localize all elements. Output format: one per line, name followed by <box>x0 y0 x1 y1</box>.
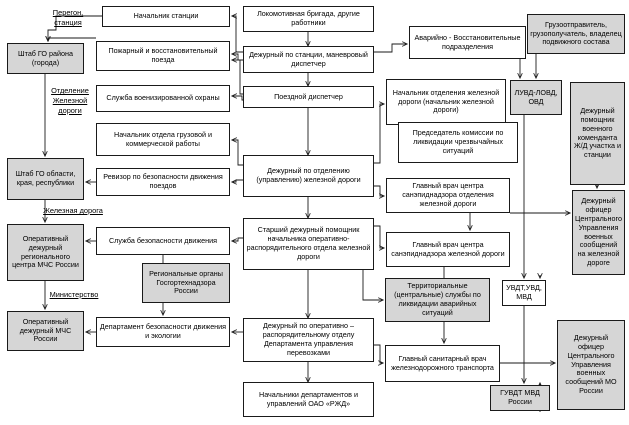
node-label: Аварийно - Восстановительные подразделен… <box>414 32 521 51</box>
node-operativnyi-dezhurnyi-mchs-rossii[interactable]: Оперативный дежурный МЧС России <box>7 311 84 351</box>
node-label: УВДТ,УВД, МВД <box>506 283 542 301</box>
node-label: Поездной диспетчер <box>274 91 343 101</box>
section-label-lbl-otdelenie-2: Железной <box>52 96 88 105</box>
section-label-lbl-otdelenie-3: дороги <box>58 106 82 115</box>
node-label: ЛУВД-ЛОВД, ОВД <box>514 87 558 106</box>
node-label: Главный врач центра санэпиднадзора отдел… <box>402 181 494 208</box>
node-shtab-go-rayona[interactable]: Штаб ГО района (города) <box>7 43 84 74</box>
node-label: Начальники департаментов и управлений ОА… <box>259 389 358 408</box>
node-label: Главный врач центра санэпиднадзора желез… <box>391 239 505 258</box>
node-poezdnoi-dispetcher[interactable]: Поездной диспетчер <box>243 86 374 108</box>
node-lokomotivnaya-brigada[interactable]: Локомотивная бригада, другие работники <box>243 6 374 32</box>
section-label-lbl-peregon: Перегон, <box>52 8 84 17</box>
node-nachalnik-otdeleniya-zheleznoi-dorogi[interactable]: Начальник отделения железной дороги (нач… <box>386 79 506 125</box>
node-uvdt-uvd-mvd[interactable]: УВДТ,УВД, МВД <box>502 280 546 306</box>
node-operativnyi-dezhurnyi-regionalnogo-centra-mchs[interactable]: Оперативный дежурный регионального центр… <box>7 224 84 281</box>
node-label: Департамент безопасности движения и экол… <box>99 322 227 340</box>
node-label: Начальник станции <box>133 11 199 21</box>
node-dezhurnyi-po-stancii-manevrovyi-dispetcher[interactable]: Дежурный по станции, маневровый диспетче… <box>243 46 374 73</box>
node-label: Дежурный офицер Центрального Управления … <box>575 196 622 267</box>
node-label: Дежурный по отделению (управлению) желез… <box>256 166 361 184</box>
node-label: Пожарный и восстановительный поезда <box>108 46 218 64</box>
node-label: Оперативный дежурный МЧС России <box>19 316 72 344</box>
node-label: Территориальные (центральные) службы по … <box>394 281 481 317</box>
node-glavnyi-sanitarnyi-vrach-zhd-transporta[interactable]: Главный санитарный врач железнодорожного… <box>385 345 500 382</box>
node-label: Дежурный помощник военного коменданта Ж/… <box>573 106 622 160</box>
node-territorialnye-sluzhby-po-likvidacii-avariynyh-situaciy[interactable]: Территориальные (центральные) службы по … <box>385 278 490 322</box>
node-label: Грузоотправитель, грузополучатель, владе… <box>530 19 622 47</box>
node-label: Локомотивная бригада, другие работники <box>257 9 360 27</box>
node-shtab-go-oblasti[interactable]: Штаб ГО области, края, республики <box>7 158 84 200</box>
node-label: Региональные органы Госгортехнадзора Рос… <box>149 268 223 296</box>
node-label: Служба безопасности движения <box>108 235 218 245</box>
node-nachalnik-stancii[interactable]: Начальник станции <box>102 6 230 27</box>
node-departament-bezopasnosti-dvizheniya-i-ekologii[interactable]: Департамент безопасности движения и экол… <box>96 317 230 347</box>
node-dezhurnyi-oficer-cu-voensoobshchenii-mo[interactable]: Дежурный офицер Центрального Управления … <box>557 320 625 410</box>
section-label-lbl-stanciya: станция <box>54 18 82 27</box>
section-label-lbl-otdelenie-1: Отделение <box>51 86 89 95</box>
node-nachalniki-departamentov-i-upravlenii-rzhd[interactable]: Начальники департаментов и управлений ОА… <box>243 382 374 417</box>
node-dezhurnyi-pomoshchnik-voennogo-komendanta[interactable]: Дежурный помощник военного коменданта Ж/… <box>570 82 625 185</box>
node-label: Председатель комиссии по ликвидации чрез… <box>412 128 504 155</box>
node-label: Ревизор по безопасности движения поездов <box>103 172 223 190</box>
node-label: Начальник отделения железной дороги (нач… <box>392 87 500 115</box>
node-dezhurnyi-po-operativno-rasporyaditelnomu-otdelu[interactable]: Дежурный по оперативно – распорядительно… <box>243 318 374 362</box>
node-regionalnye-organy-gosgortehnadzora[interactable]: Региональные органы Госгортехнадзора Рос… <box>142 263 230 303</box>
node-dezhurnyi-oficer-cu-voensoobshchenii-zhd[interactable]: Дежурный офицер Центрального Управления … <box>572 190 625 275</box>
node-label: Дежурный офицер Центрального Управления … <box>565 333 617 395</box>
node-sluzhba-voenizirovannoi-ohrany[interactable]: Служба военизированной охраны <box>96 85 230 112</box>
node-glavnyi-vrach-centra-sanepidnadzora-dorogi[interactable]: Главный врач центра санэпиднадзора желез… <box>386 232 510 267</box>
node-starshii-dezhurnyi-pomoshchnik-nachalnika[interactable]: Старший дежурный помощник начальника опе… <box>243 218 374 270</box>
node-pozharnyi-i-vosstanovitelnyi-poezda[interactable]: Пожарный и восстановительный поезда <box>96 41 230 71</box>
section-label-lbl-ministerstvo: Министерство <box>49 290 99 299</box>
node-sluzhba-bezopasnosti-dvizheniya[interactable]: Служба безопасности движения <box>96 227 230 255</box>
node-avariyno-vosstanovitelnye-podrazdeleniya[interactable]: Аварийно - Восстановительные подразделен… <box>409 26 526 59</box>
node-label: Начальник отдела грузовой и коммерческой… <box>114 129 212 148</box>
node-label: Главный санитарный врач железнодорожного… <box>391 353 494 372</box>
node-dezhurnyi-po-otdeleniyu-zheleznoi-dorogi[interactable]: Дежурный по отделению (управлению) желез… <box>243 155 374 197</box>
node-label: Служба военизированной охраны <box>106 93 220 103</box>
node-label: Штаб ГО района (города) <box>18 48 73 67</box>
node-label: ГУВДТ МВД России <box>500 388 540 406</box>
node-revizor-po-bezopasnosti-dvizheniya-poezdov[interactable]: Ревизор по безопасности движения поездов <box>96 168 230 196</box>
node-label: Старший дежурный помощник начальника опе… <box>246 225 371 261</box>
node-luvd-lovd-ovd[interactable]: ЛУВД-ЛОВД, ОВД <box>510 80 562 115</box>
node-label: Дежурный по станции, маневровый диспетче… <box>249 49 368 68</box>
node-guvdt-mvd-rossii[interactable]: ГУВДТ МВД России <box>490 385 550 411</box>
node-label: Оперативный дежурный регионального центр… <box>12 233 79 270</box>
node-label: Дежурный по оперативно – распорядительно… <box>262 321 355 357</box>
node-nachalnik-otdela-gruzovoi-i-kommercheskoi-raboty[interactable]: Начальник отдела грузовой и коммерческой… <box>96 123 230 156</box>
node-glavnyi-vrach-centra-sanepidnadzora-otdeleniya[interactable]: Главный врач центра санэпиднадзора отдел… <box>386 178 510 213</box>
node-predsedatel-komissii-po-likvidacii-chs[interactable]: Председатель комиссии по ликвидации чрез… <box>398 122 518 163</box>
node-label: Штаб ГО области, края, республики <box>15 169 76 187</box>
node-gruzootpravitel-gruzopoluchatel[interactable]: Грузоотправитель, грузополучатель, владе… <box>527 14 625 54</box>
section-label-lbl-zhd: Железная дорога <box>43 206 103 215</box>
